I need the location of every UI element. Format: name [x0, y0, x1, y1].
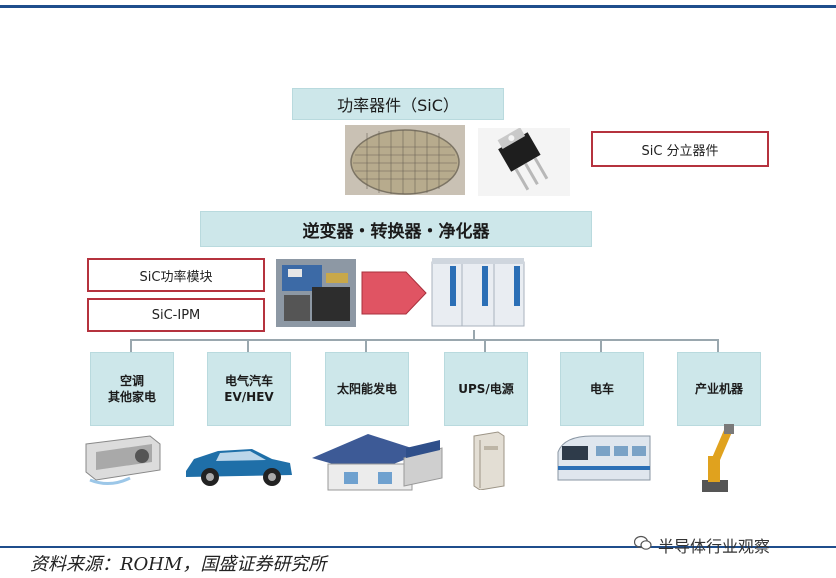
category-industrial: 产业机器 — [677, 352, 761, 426]
wechat-icon — [633, 535, 652, 555]
inverter-converter-box: 逆变器・转换器・净化器 — [200, 211, 592, 247]
trunk-line — [473, 330, 475, 340]
train-image — [552, 432, 654, 490]
discrete-device-image — [478, 127, 570, 196]
sic-ipm-text: SiC-IPM — [151, 307, 201, 323]
drop-line-2 — [247, 339, 249, 352]
drop-line-1 — [130, 339, 132, 352]
category-label: 空调 — [119, 374, 144, 388]
category-ups: UPS/电源 — [444, 352, 528, 426]
industrial-robot-image — [690, 422, 740, 494]
sic-ipm-label: SiC-IPM — [87, 298, 265, 332]
category-ev: 电气汽车 EV/HEV — [207, 352, 291, 426]
power-device-label: 功率器件（SiC） — [337, 96, 459, 115]
air-conditioner-image — [80, 430, 165, 490]
power-module-image — [276, 259, 356, 327]
inverter-cabinet-image — [428, 254, 528, 330]
category-label: 产业机器 — [694, 382, 743, 396]
category-label: 太阳能发电 — [336, 382, 397, 396]
branch-line — [130, 339, 718, 341]
drop-line-5 — [600, 339, 602, 352]
power-device-box: 功率器件（SiC） — [292, 88, 504, 120]
sic-module-text: SiC功率模块 — [139, 269, 213, 285]
category-label: UPS/电源 — [458, 382, 514, 396]
right-arrow-icon — [360, 268, 428, 318]
category-sublabel: 其他家电 — [107, 390, 156, 404]
watermark: 半导体行业观察 — [633, 533, 771, 557]
inverter-converter-label: 逆变器・转换器・净化器 — [302, 221, 490, 242]
sic-discrete-text: SiC 分立器件 — [641, 143, 719, 159]
drop-line-3 — [365, 339, 367, 352]
category-train: 电车 — [560, 352, 644, 426]
solar-house-image — [308, 428, 446, 492]
category-label: 电气汽车 — [224, 374, 273, 388]
category-sublabel: EV/HEV — [224, 390, 274, 404]
top-rule — [0, 5, 836, 8]
car-image — [180, 435, 298, 490]
drop-line-4 — [484, 339, 486, 352]
category-label: 电车 — [589, 382, 614, 396]
sic-module-label: SiC功率模块 — [87, 258, 265, 292]
ups-image — [470, 430, 508, 491]
category-air-conditioner: 空调 其他家电 — [90, 352, 174, 426]
sic-wafer-image — [345, 125, 465, 195]
bottom-rule — [0, 546, 836, 548]
watermark-text: 半导体行业观察 — [658, 537, 771, 556]
source-note: 资料来源：ROHM，国盛证券研究所 — [30, 554, 327, 575]
category-solar: 太阳能发电 — [325, 352, 409, 426]
drop-line-6 — [717, 339, 719, 352]
sic-discrete-label: SiC 分立器件 — [591, 131, 769, 167]
